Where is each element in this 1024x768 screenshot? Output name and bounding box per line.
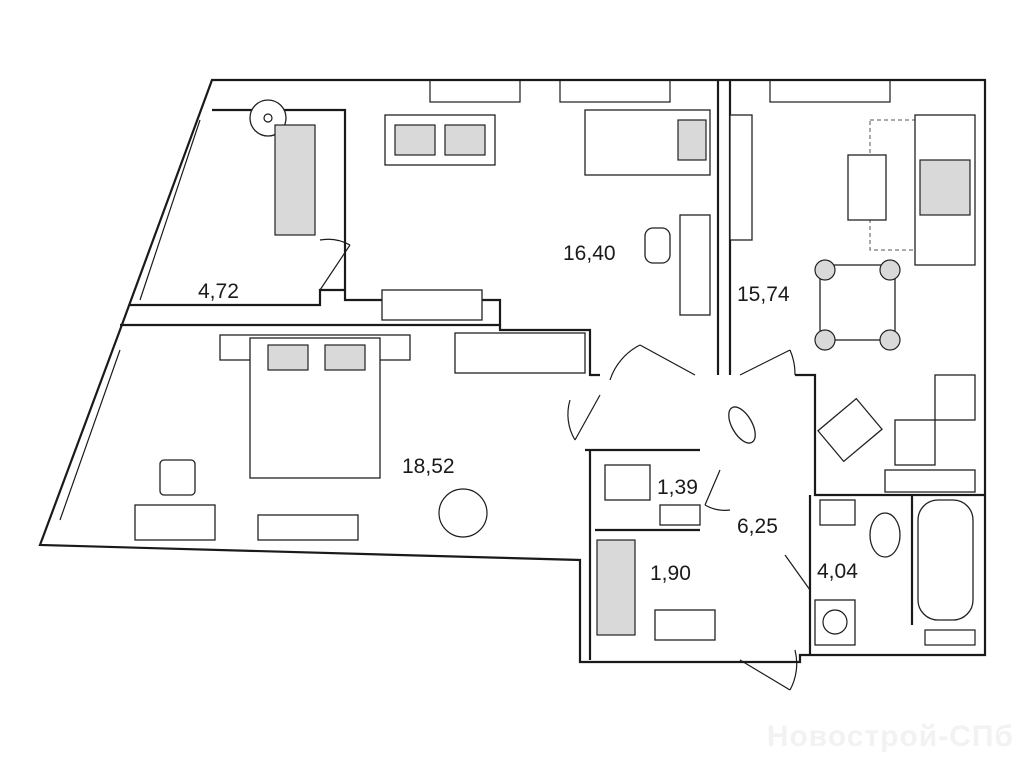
room-area-bathroom: 4,04 — [817, 560, 858, 583]
room-area-balcony: 4,72 — [198, 280, 239, 303]
furniture — [134, 99, 976, 646]
outer-wall — [38, 78, 987, 664]
windows — [59, 79, 891, 521]
watermark: Новострой-СПб — [766, 720, 1014, 753]
room-area-kitchen-living: 15,74 — [737, 283, 790, 306]
room-area-wardrobe: 1,90 — [650, 562, 691, 585]
room-area-living-room: 16,40 — [563, 242, 616, 265]
room-area-hallway: 6,25 — [737, 515, 778, 538]
room-area-bedroom: 18,52 — [402, 455, 455, 478]
doors — [319, 238, 811, 691]
room-area-toilet: 1,39 — [657, 476, 698, 499]
